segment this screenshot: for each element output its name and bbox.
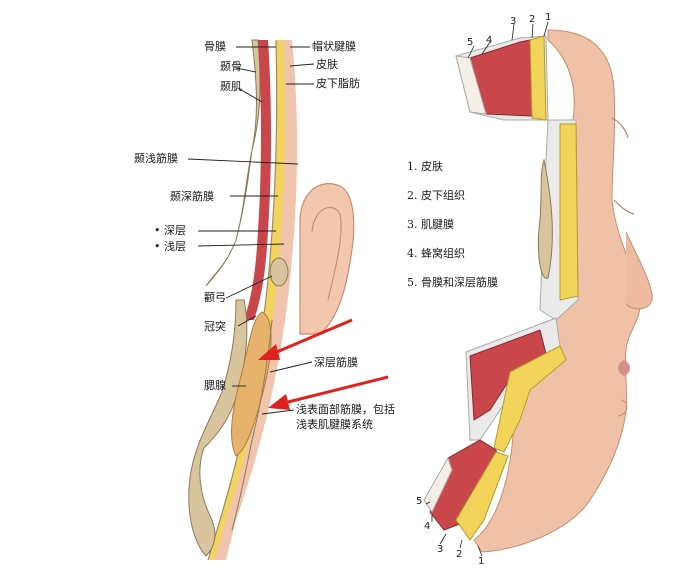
label-smas-line1: 浅表面部筋膜，包括 <box>296 403 395 416</box>
label-parotid-gland: 腮腺 <box>204 379 226 392</box>
label-subcutaneous-fat: 皮下脂肪 <box>316 77 360 90</box>
legend-item-2: 2. 皮下组织 <box>407 189 465 202</box>
layer-number-top-4: 4 <box>486 35 493 46</box>
lower-layer-stack <box>423 317 567 541</box>
layer-number-bottom-4: 4 <box>424 521 431 532</box>
layer-number-bottom-1: 1 <box>478 556 485 567</box>
zygomatic-arch <box>269 257 289 287</box>
layer-legend: 1. 皮肤 2. 皮下组织 3. 肌腱膜 4. 蜂窝组织 5. 骨膜和深层筋膜 <box>407 160 498 305</box>
layer-number-top-3: 3 <box>510 16 517 27</box>
upper-layer-stack <box>455 35 549 121</box>
left-leader-lines <box>187 46 315 415</box>
red-arrows <box>258 318 389 410</box>
layer-number-bottom-3: 3 <box>437 544 444 555</box>
skin-layer <box>214 40 298 560</box>
legend-item-5: 5. 骨膜和深层筋膜 <box>407 276 498 289</box>
layer-number-top-1: 1 <box>545 12 552 23</box>
label-zygomatic-arch: 颧弓 <box>204 291 226 304</box>
number-leader-lines <box>425 21 549 557</box>
label-superficial-temporal-fascia: 颞浅筋膜 <box>134 152 178 165</box>
label-deep-fascia: 深层筋膜 <box>314 356 358 369</box>
label-coronoid-process: 冠突 <box>204 320 226 333</box>
legend-item-3: 3. 肌腱膜 <box>407 218 454 231</box>
side-layer-stack <box>537 119 579 321</box>
left-cross-section <box>187 39 389 561</box>
temporalis-muscle <box>244 40 271 320</box>
legend-item-1: 1. 皮肤 <box>407 160 443 173</box>
layer-number-bottom-2: 2 <box>456 549 463 560</box>
label-temporalis-muscle: 颞肌 <box>220 80 242 93</box>
label-superficial-layer: • 浅层 <box>154 240 186 253</box>
layer-number-top-2: 2 <box>529 14 536 25</box>
label-galea: 帽状腱膜 <box>312 40 356 53</box>
label-periosteum: 骨膜 <box>204 40 226 53</box>
temporal-bone <box>205 39 261 287</box>
label-temporal-bone: 颞骨 <box>220 60 242 73</box>
label-skin: 皮肤 <box>316 58 338 71</box>
legend-item-4: 4. 蜂窝组织 <box>407 247 465 260</box>
layer-number-bottom-5: 5 <box>416 496 423 507</box>
right-layered-face <box>423 21 653 557</box>
ear <box>299 183 355 335</box>
layer-number-top-5: 5 <box>467 37 474 48</box>
label-smas-line2: 浅表肌腱膜系统 <box>296 418 373 431</box>
label-deep-temporal-fascia: 颞深筋膜 <box>170 190 214 203</box>
label-deep-layer: • 深层 <box>154 224 186 237</box>
